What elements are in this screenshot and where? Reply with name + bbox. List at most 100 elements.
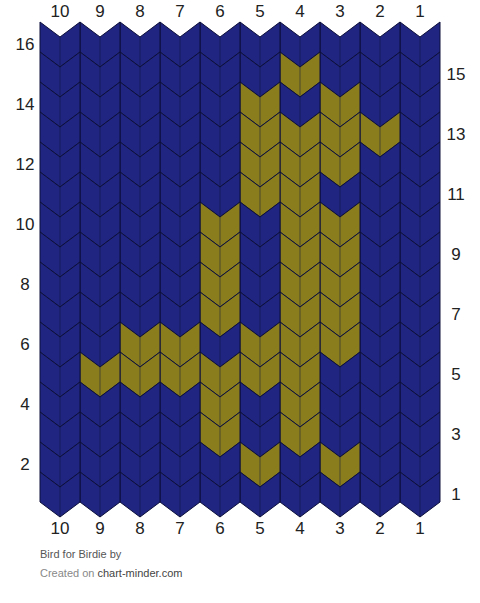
knot-divider bbox=[180, 37, 181, 67]
knot-divider bbox=[260, 67, 261, 97]
column-number: 8 bbox=[135, 3, 144, 20]
knot-divider bbox=[220, 487, 221, 517]
row-number: 4 bbox=[20, 396, 29, 413]
column-number: 9 bbox=[95, 520, 104, 537]
row-number: 7 bbox=[451, 306, 460, 323]
knot-divider bbox=[180, 157, 181, 187]
knot-divider bbox=[380, 187, 381, 217]
knot-divider bbox=[140, 67, 141, 97]
knot-divider bbox=[340, 247, 341, 277]
knot-divider bbox=[60, 337, 61, 367]
knot-divider bbox=[420, 307, 421, 337]
knot-divider bbox=[60, 67, 61, 97]
column-number: 4 bbox=[295, 520, 304, 537]
knot-divider bbox=[340, 427, 341, 457]
knot-divider bbox=[60, 127, 61, 157]
row-number: 3 bbox=[451, 426, 460, 443]
column-number: 2 bbox=[375, 520, 384, 537]
knot-divider bbox=[420, 97, 421, 127]
knot-divider bbox=[100, 97, 101, 127]
knot-divider bbox=[180, 187, 181, 217]
column-number: 1 bbox=[415, 520, 424, 537]
knot-divider bbox=[300, 487, 301, 517]
column-number: 9 bbox=[95, 3, 104, 20]
knot-divider bbox=[220, 157, 221, 187]
knot-divider bbox=[140, 337, 141, 367]
knot-divider bbox=[300, 67, 301, 97]
knot-divider bbox=[340, 487, 341, 517]
knot-divider bbox=[180, 97, 181, 127]
knot-divider bbox=[100, 277, 101, 307]
knot-divider bbox=[60, 397, 61, 427]
knot-divider bbox=[100, 127, 101, 157]
knot-divider bbox=[220, 127, 221, 157]
column-number: 3 bbox=[335, 520, 344, 537]
knot-divider bbox=[180, 397, 181, 427]
knot-divider bbox=[140, 187, 141, 217]
knot-divider bbox=[420, 67, 421, 97]
knot-cell bbox=[400, 472, 440, 517]
knot-divider bbox=[380, 337, 381, 367]
knot-divider bbox=[100, 217, 101, 247]
knot-divider bbox=[420, 247, 421, 277]
knot-divider bbox=[220, 397, 221, 427]
knot-divider bbox=[300, 217, 301, 247]
knot-divider bbox=[180, 487, 181, 517]
knot-divider bbox=[340, 457, 341, 487]
row-number: 5 bbox=[451, 366, 460, 383]
knot-divider bbox=[140, 217, 141, 247]
knot-divider bbox=[420, 337, 421, 367]
knot-divider bbox=[60, 247, 61, 277]
knot-divider bbox=[380, 367, 381, 397]
knot-cell bbox=[240, 472, 280, 517]
row-number: 8 bbox=[20, 276, 29, 293]
knot-divider bbox=[140, 367, 141, 397]
knot-divider bbox=[260, 97, 261, 127]
knot-divider bbox=[420, 127, 421, 157]
knot-divider bbox=[220, 277, 221, 307]
credit-link: chart-minder.com bbox=[97, 568, 182, 579]
knot-cell bbox=[200, 472, 240, 517]
knot-divider bbox=[380, 37, 381, 67]
column-number: 4 bbox=[295, 3, 304, 20]
knot-divider bbox=[140, 277, 141, 307]
knot-divider bbox=[260, 427, 261, 457]
knot-divider bbox=[100, 307, 101, 337]
column-number: 5 bbox=[255, 3, 264, 20]
column-number: 7 bbox=[175, 520, 184, 537]
knot-cell bbox=[280, 472, 320, 517]
knot-divider bbox=[420, 187, 421, 217]
knot-divider bbox=[60, 187, 61, 217]
knot-divider bbox=[300, 127, 301, 157]
knot-divider bbox=[260, 337, 261, 367]
column-number: 1 bbox=[415, 3, 424, 20]
knot-divider bbox=[300, 457, 301, 487]
row-number: 1 bbox=[451, 486, 460, 503]
knot-divider bbox=[140, 457, 141, 487]
knot-divider bbox=[300, 307, 301, 337]
knot-divider bbox=[420, 277, 421, 307]
knot-divider bbox=[60, 487, 61, 517]
knot-divider bbox=[220, 337, 221, 367]
knot-divider bbox=[260, 397, 261, 427]
knot-divider bbox=[140, 427, 141, 457]
knot-divider bbox=[340, 337, 341, 367]
knot-divider bbox=[220, 427, 221, 457]
knot-divider bbox=[420, 157, 421, 187]
knot-divider bbox=[260, 487, 261, 517]
column-number: 5 bbox=[255, 520, 264, 537]
knot-divider bbox=[60, 307, 61, 337]
row-number: 10 bbox=[16, 216, 35, 233]
knot-divider bbox=[140, 397, 141, 427]
knot-cell bbox=[320, 472, 360, 517]
knot-divider bbox=[60, 427, 61, 457]
knot-divider bbox=[380, 307, 381, 337]
knot-divider bbox=[140, 127, 141, 157]
knot-divider bbox=[180, 127, 181, 157]
knot-divider bbox=[140, 247, 141, 277]
knot-divider bbox=[260, 37, 261, 67]
knot-divider bbox=[140, 487, 141, 517]
knot-divider bbox=[340, 97, 341, 127]
knot-divider bbox=[300, 397, 301, 427]
